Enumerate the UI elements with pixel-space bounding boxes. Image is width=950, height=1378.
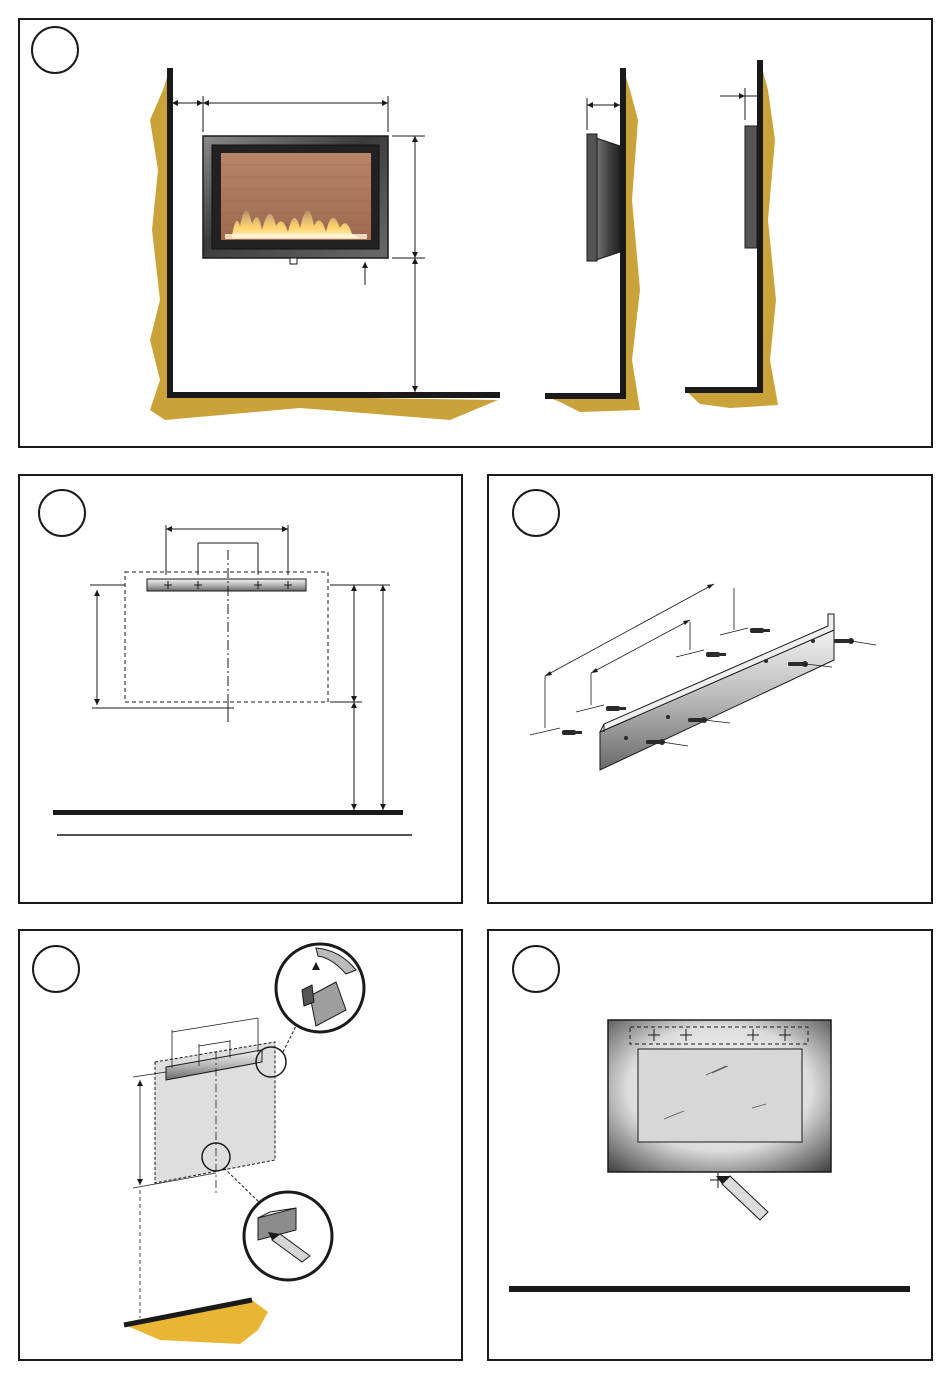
floor-line-panel-5 [509, 1286, 910, 1292]
step-circle-2 [39, 490, 85, 536]
pencil-icon [244, 1192, 332, 1280]
heater-side-view [587, 134, 620, 261]
heater-front-panel-5 [608, 1020, 831, 1172]
dimension-arrows-panel-2 [94, 526, 386, 810]
floor-line-panel-2 [53, 810, 403, 815]
pencil-mark-panel-5 [710, 1172, 768, 1220]
bracket-3d-view [600, 614, 834, 770]
detail-leader-bottom [224, 1168, 262, 1205]
fireplace-icon [203, 136, 388, 264]
step-circle-1 [32, 27, 78, 73]
step-circle-5 [513, 946, 559, 992]
panel-2-frame [19, 475, 462, 903]
heater-flush-view [745, 126, 757, 248]
dimension-lines-panel-2 [90, 525, 390, 810]
step-circle-3 [513, 490, 559, 536]
center-mark [222, 702, 234, 714]
mounting-bracket-icon [147, 579, 306, 591]
dimension-flush-arrow [739, 93, 745, 99]
detail-bracket-hook [276, 944, 364, 1032]
dimension-flush [720, 88, 757, 120]
step-circle-4 [33, 946, 79, 992]
wall-flush-fill [685, 60, 778, 408]
